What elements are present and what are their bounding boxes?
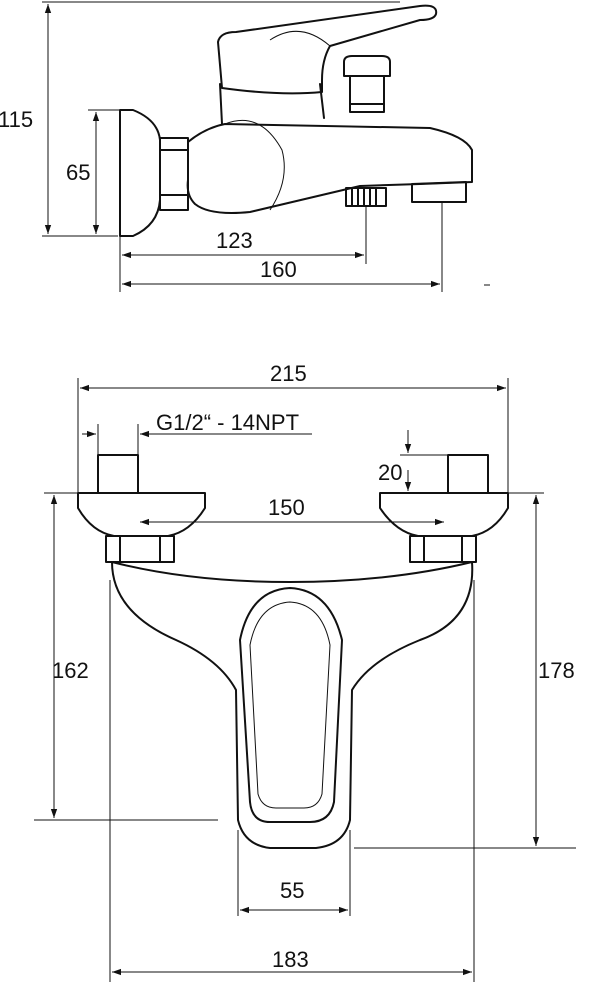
- front-right-flange: [379, 492, 509, 537]
- dim-label-150: 150: [268, 495, 305, 520]
- side-diverter-base: [349, 103, 385, 113]
- dim-label-215: 215: [270, 361, 307, 386]
- dim-label-55: 55: [280, 878, 304, 903]
- side-spout-outlet: [411, 181, 467, 203]
- side-faucet-body: [186, 123, 473, 214]
- dim-label-183: 183: [272, 947, 309, 972]
- side-lever-handle: [217, 4, 438, 95]
- dim-label-123: 123: [216, 228, 253, 253]
- front-left-hex-nut: [105, 535, 175, 563]
- dim-label-115: 115: [0, 107, 33, 132]
- dim-label-65: 65: [66, 160, 90, 185]
- front-left-flange: [77, 492, 206, 537]
- front-faucet-body: [111, 561, 474, 849]
- side-view: 115 65 123 160: [0, 1, 490, 292]
- side-shower-outlet-thread: [345, 187, 387, 207]
- side-cartridge: [219, 83, 325, 125]
- front-right-hex-nut: [409, 535, 477, 563]
- front-lever-outer: [239, 587, 343, 823]
- dim-label-178: 178: [538, 658, 575, 683]
- dim-label-160: 160: [260, 257, 297, 282]
- front-left-inlet-stub: [97, 454, 139, 494]
- side-lever-detail: [269, 30, 331, 47]
- side-hex-nut: [159, 137, 189, 211]
- side-diverter-knob: [343, 55, 391, 105]
- front-right-inlet-stub: [447, 454, 489, 494]
- thread-spec-label: G1/2“ - 14NPT: [156, 410, 299, 435]
- dim-label-20: 20: [378, 460, 402, 485]
- front-view: 215 G1/2“ - 14NPT 20 150 162 178 55: [34, 361, 576, 982]
- front-lever-inner: [249, 601, 331, 809]
- side-body-inner-curve: [224, 119, 285, 211]
- dim-label-162: 162: [52, 658, 89, 683]
- side-wall-flange: [119, 109, 161, 237]
